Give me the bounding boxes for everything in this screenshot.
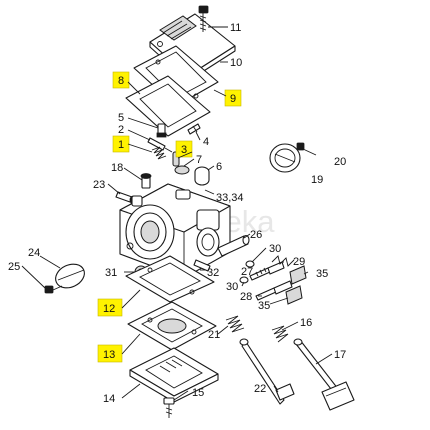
part-21-spring (225, 315, 245, 333)
part-35-cap-lower (285, 285, 303, 305)
highlight-9 (224, 89, 242, 107)
part-5-screw (156, 123, 167, 138)
label-29: 29 (293, 256, 305, 268)
part-35-cap-upper (289, 265, 307, 285)
label-31: 31 (105, 267, 117, 279)
label-10: 10 (230, 57, 242, 69)
part-4-inlet-lever (187, 123, 201, 135)
part-15-screw (163, 397, 175, 418)
label-19: 19 (311, 174, 323, 186)
label-25: 25 (8, 261, 20, 273)
label-2: 2 (118, 124, 124, 136)
part-24-plate (55, 263, 85, 289)
label-15: 15 (192, 387, 204, 399)
label-35-lower: 35 (258, 300, 270, 312)
part-14-end-cover (129, 347, 219, 403)
leader-lines (21, 26, 333, 401)
part-18-screw (140, 173, 152, 189)
label-3: 3 (181, 144, 187, 156)
label-4: 4 (203, 136, 209, 148)
part-30-washer-upper (245, 260, 255, 268)
highlight-8 (112, 71, 130, 89)
label-16: 16 (300, 317, 312, 329)
label-12: 12 (103, 303, 115, 315)
part-11-cover-screw (198, 5, 209, 32)
label-32: 32 (207, 267, 219, 279)
part-32-screw (193, 259, 211, 272)
part-29-spring (271, 255, 295, 267)
label-11: 11 (230, 22, 241, 34)
part-25-screw (44, 285, 63, 294)
highlight-3 (175, 140, 193, 158)
label-14: 14 (103, 393, 115, 405)
carburetor-body (119, 183, 231, 279)
label-35-upper: 35 (316, 268, 328, 280)
label-9: 9 (230, 93, 236, 105)
label-7: 7 (196, 154, 202, 166)
part-20-screw (296, 142, 317, 156)
part-22-throttle-shaft (239, 338, 295, 405)
label-24: 24 (28, 247, 40, 259)
part-17-choke-shaft (293, 338, 355, 411)
label-20: 20 (334, 156, 346, 168)
part-12-gasket (125, 255, 215, 303)
part-28-adjusting-screw (255, 280, 293, 301)
part-labels: 11 10 8 9 5 2 1 3 4 7 6 18 23 33,34 20 1… (8, 22, 346, 405)
part-2-needle (147, 137, 173, 153)
label-18: 18 (111, 162, 123, 174)
label-21: 21 (208, 329, 220, 341)
part-16-spring (271, 325, 289, 343)
label-22: 22 (254, 383, 266, 395)
part-27-adjusting-screw (249, 261, 285, 281)
label-26: 26 (250, 229, 262, 241)
part-26-fitting (217, 234, 250, 257)
label-33-34: 33,34 (216, 192, 244, 204)
part-1-valve-spring (151, 146, 167, 160)
part-13-metering-diaphragm (127, 301, 217, 351)
label-1: 1 (118, 139, 124, 151)
label-27: 27 (241, 266, 253, 278)
label-30-lower: 30 (226, 281, 238, 293)
label-13: 13 (103, 349, 115, 361)
part-8-gasket (125, 75, 211, 137)
label-23: 23 (93, 179, 105, 191)
label-30-upper: 30 (269, 243, 281, 255)
part-19-throttle-shutter (269, 143, 301, 173)
part-6-plug (194, 166, 210, 186)
part-7-fuel-strainer (174, 165, 190, 175)
label-28: 28 (240, 291, 252, 303)
label-8: 8 (118, 75, 124, 87)
label-17: 17 (334, 349, 346, 361)
label-5: 5 (118, 112, 124, 124)
label-6: 6 (216, 161, 222, 173)
